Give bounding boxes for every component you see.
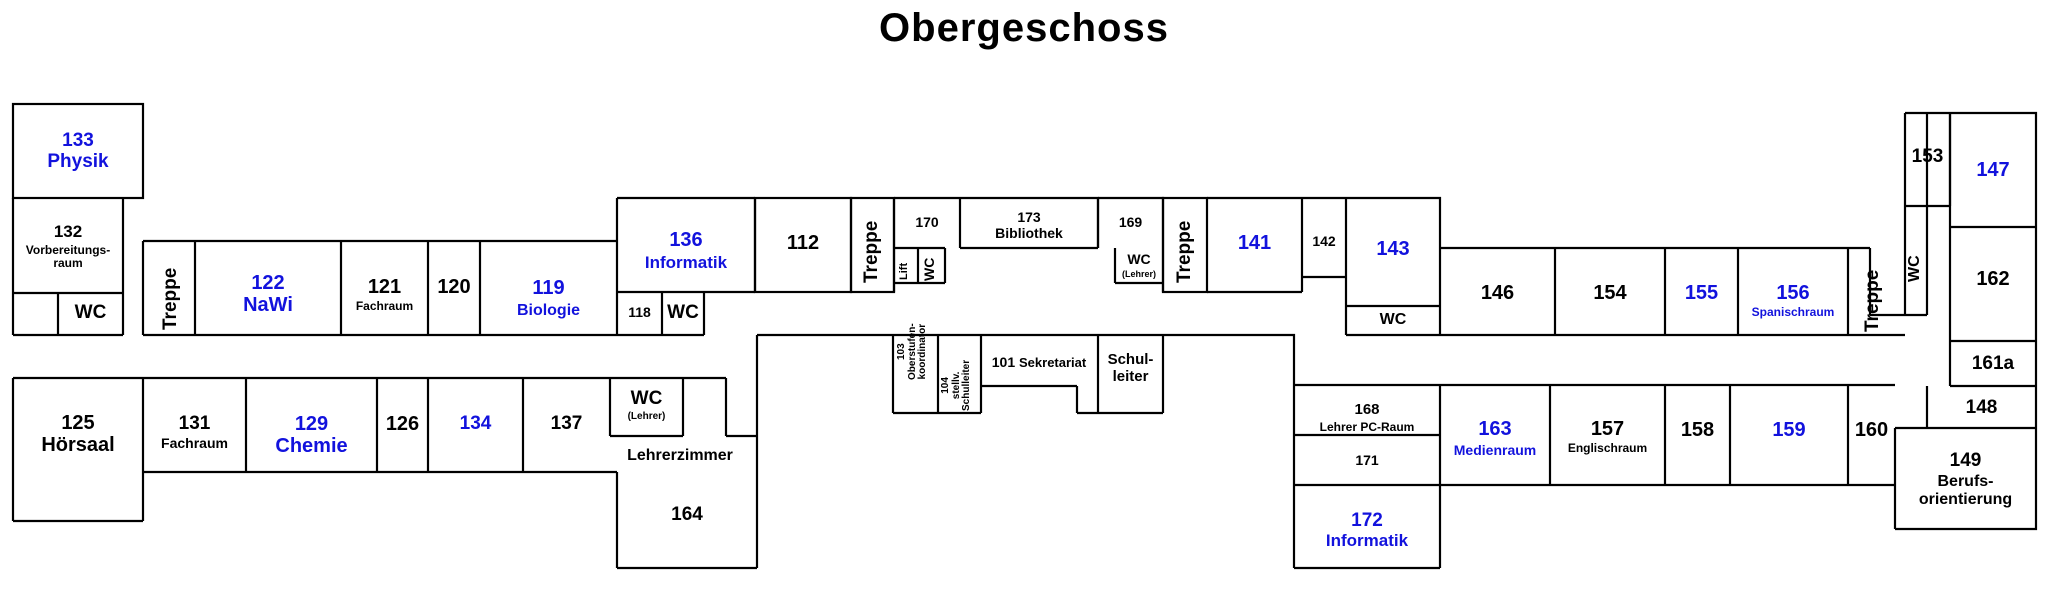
room-163-name: Medienraum	[1453, 442, 1537, 458]
wc-right-label: WC	[1906, 255, 1923, 282]
room-104-label: 104 stellv. Schulleiter	[940, 359, 972, 411]
offices-outline	[891, 335, 1165, 415]
wc-118-label: WC	[667, 302, 699, 323]
room-118-label: 118	[628, 304, 651, 320]
room-131-number: 131	[178, 413, 211, 434]
room-134-label: 134	[459, 413, 492, 434]
wc-right-outline	[1870, 113, 1950, 317]
room-136-number: 136	[669, 229, 703, 251]
rooms-147-162-outline	[1948, 111, 2038, 426]
room-168-name: Lehrer PC-Raum	[1319, 420, 1415, 434]
wc-lehrer-sub: (Lehrer)	[627, 411, 666, 422]
room-142-label: 142	[1312, 233, 1336, 249]
science-row-outline	[141, 239, 704, 337]
rooms-168-172-outline	[1292, 383, 1440, 570]
stair-left-label: Treppe	[160, 267, 181, 330]
admin-outline	[615, 333, 1296, 570]
room-146-label: 146	[1480, 282, 1515, 304]
room-157-number: 157	[1590, 418, 1625, 440]
room-142-outline	[1302, 196, 1346, 279]
lift-wc-outline	[892, 196, 960, 292]
room-154-label: 154	[1593, 282, 1627, 304]
lehrerzimmer-label: Lehrerzimmer	[627, 447, 733, 464]
middle-right-outline	[1438, 383, 1895, 568]
wc-169-lehrer: (Lehrer)	[1121, 269, 1156, 279]
wc-lift-label: WC	[921, 257, 937, 281]
room-147-label: 147	[1976, 159, 2010, 181]
stair-2-label: Treppe	[1174, 220, 1195, 283]
room-160-label: 160	[1854, 419, 1889, 441]
room-121-number: 121	[367, 276, 402, 298]
stair-right-label: Treppe	[1862, 269, 1883, 332]
room-169-label: 169	[1118, 214, 1143, 230]
room-156-number: 156	[1776, 282, 1810, 304]
room-132-name: Vorbereitungs- raum	[25, 243, 111, 271]
room-121-name: Fachraum	[355, 299, 414, 313]
room-112-label: 112	[786, 232, 820, 254]
room-132-number: 132	[53, 222, 83, 241]
room-158-label: 158	[1680, 419, 1715, 441]
map-title: Obergeschoss	[879, 6, 1169, 50]
room-141-label: 141	[1237, 232, 1272, 254]
room-155-label: 155	[1684, 282, 1719, 304]
room-162-label: 162	[1976, 268, 2010, 290]
room-143-label: 143	[1376, 238, 1410, 260]
room-119-name: Biologie	[516, 302, 581, 319]
room-101-label: 101 Sekretariat	[991, 354, 1087, 370]
room-149-name: Berufs- orientierung	[1918, 473, 2013, 508]
room-143-outline	[1344, 196, 1442, 337]
room-168-number: 168	[1354, 401, 1380, 418]
wc-169-label: WC	[1127, 251, 1151, 267]
room-157-name: Englischraum	[1567, 441, 1648, 455]
wc-lehrer-label: WC	[630, 388, 663, 409]
wc-left-label: WC	[74, 302, 107, 323]
room-131-name: Fachraum	[161, 435, 228, 451]
room-125-outline	[11, 376, 145, 523]
room-156-name: Spanischraum	[1751, 305, 1835, 319]
right-row-outline	[1440, 246, 1905, 337]
room-163-number: 163	[1478, 418, 1512, 440]
wc-143-label: WC	[1379, 311, 1407, 328]
room-137-label: 137	[550, 413, 583, 434]
room-159-label: 159	[1772, 419, 1806, 441]
room-170-label: 170	[915, 214, 939, 230]
room-153-label: 153	[1911, 146, 1944, 167]
room-149-number: 149	[1949, 450, 1982, 471]
room-132-outline	[11, 198, 125, 337]
room-136-name: Informatik	[644, 253, 728, 272]
room-164-label: 164	[671, 504, 703, 525]
room-103-label: 103 Oberstufen- koordinator	[896, 323, 928, 380]
room-148-label: 148	[1965, 397, 1998, 418]
room-120-label: 120	[437, 276, 471, 298]
room-171-label: 171	[1355, 452, 1379, 468]
schulleiter-label: Schul- leiter	[1107, 351, 1154, 385]
lower-left-outline	[143, 376, 757, 474]
stair-1-label: Treppe	[861, 220, 882, 283]
lift-label: Lift	[898, 262, 910, 280]
stair-2-outline	[1161, 196, 1209, 294]
room-126-label: 126	[385, 413, 420, 435]
room-161a-label: 161a	[1971, 353, 2015, 374]
rooms-148-149-outline	[1893, 386, 2038, 531]
room-119-number: 119	[532, 277, 565, 299]
room-133-outline	[11, 102, 145, 200]
